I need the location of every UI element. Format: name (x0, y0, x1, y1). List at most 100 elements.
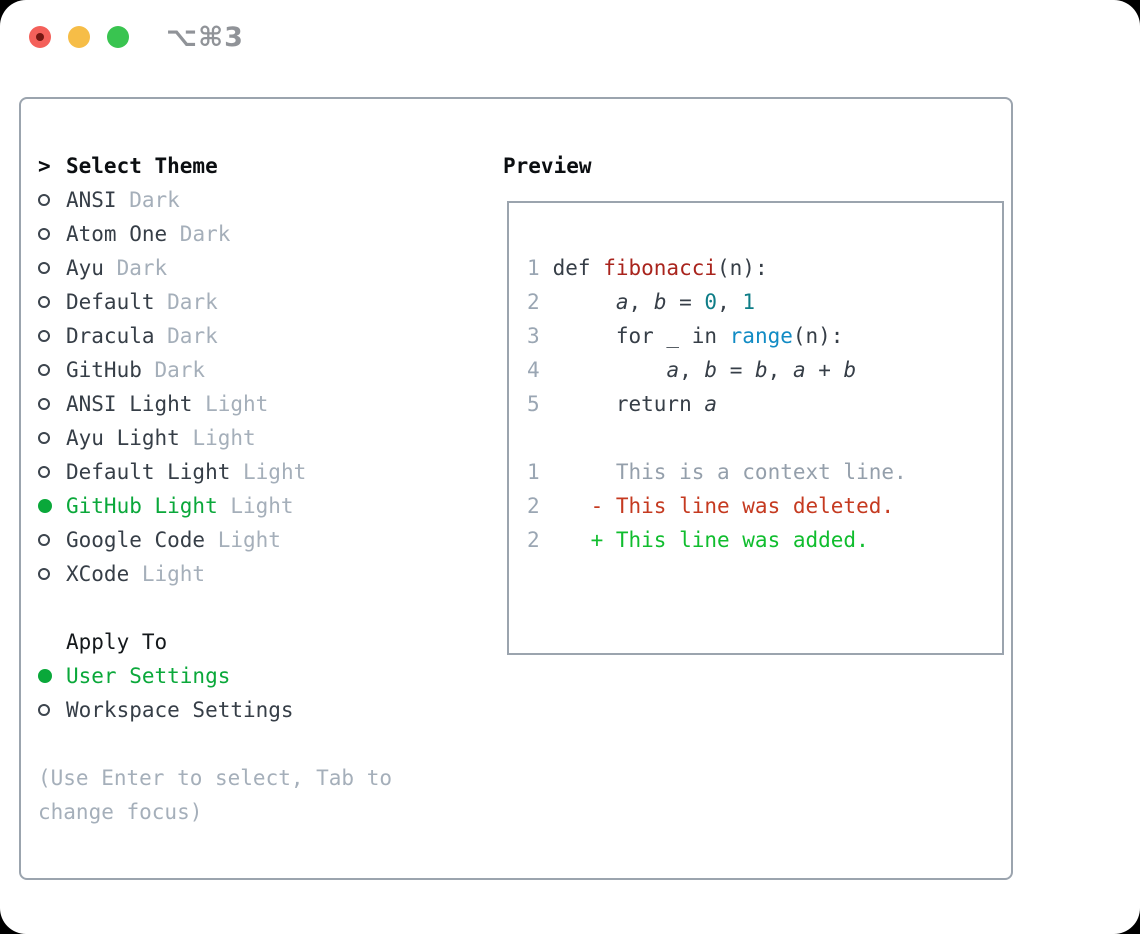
code-token: - This line was deleted. (540, 494, 895, 518)
preview-code-box: 1 def fibonacci(n): 2 a, b = 0, 1 3 for _ … (507, 201, 1004, 655)
theme-option-ansi[interactable]: ANSI Dark (38, 183, 478, 217)
radio-unselected-icon (38, 228, 50, 240)
theme-option-label: XCode (66, 562, 130, 586)
apply-to-header-row: Apply To (38, 625, 478, 659)
code-token: a (615, 290, 629, 314)
theme-option-label: ANSI Light (66, 392, 193, 416)
apply-option-workspace-settings[interactable]: Workspace Settings (38, 693, 478, 727)
code-token: , (717, 290, 743, 314)
theme-option-label: GitHub (66, 358, 142, 382)
radio-unselected-icon (38, 534, 50, 546)
code-token: b (754, 358, 768, 382)
theme-option-label: Google Code (66, 528, 206, 552)
theme-option-label: Default Light (66, 460, 231, 484)
keyboard-hint-text: (Use Enter to select, Tab to change focu… (38, 766, 393, 824)
code-token: a (704, 392, 718, 416)
theme-option-label: Dracula (66, 324, 155, 348)
line-number: 1 (527, 256, 540, 280)
code-token: + (805, 358, 844, 382)
theme-option-label: Ayu Light (66, 426, 180, 450)
code-token: a (792, 358, 806, 382)
theme-option-github[interactable]: GitHub Dark (38, 353, 478, 387)
unsaved-dot-icon (36, 33, 44, 41)
window-titlebar: ⌥⌘3 (0, 0, 1140, 76)
code-token: (n): (792, 324, 844, 348)
theme-option-atom-one[interactable]: Atom One Dark (38, 217, 478, 251)
code-token: b (843, 358, 857, 382)
line-number: 2 (527, 290, 540, 314)
code-token: for _ in (540, 324, 730, 348)
theme-variant-label: Light (179, 426, 256, 450)
preview-header: Preview (503, 154, 592, 178)
line-number: 2 (527, 494, 540, 518)
code-token: return (540, 392, 705, 416)
code-token: , (628, 290, 654, 314)
theme-option-label: Default (66, 290, 155, 314)
preview-line: 1 def fibonacci(n): (527, 251, 1002, 285)
radio-selected-icon (38, 499, 52, 513)
select-theme-header: Select Theme (66, 154, 218, 178)
line-number: 4 (527, 358, 540, 382)
theme-variant-label: Light (205, 528, 281, 552)
code-token (540, 290, 616, 314)
code-token: fibonacci (603, 256, 718, 280)
theme-option-github-light[interactable]: GitHub Light Light (38, 489, 478, 523)
radio-unselected-icon (38, 364, 50, 376)
apply-to-header: Apply To (66, 630, 168, 654)
theme-option-ayu[interactable]: Ayu Dark (38, 251, 478, 285)
minimize-button-icon[interactable] (68, 26, 90, 48)
preview-column: Preview 1 def fibonacci(n):2 a, b = 0, 1… (503, 149, 1004, 655)
theme-option-default[interactable]: Default Dark (38, 285, 478, 319)
code-token: range (729, 324, 793, 348)
code-token: 0 (704, 290, 718, 314)
radio-unselected-icon (38, 568, 50, 580)
code-token: def (540, 256, 604, 280)
radio-unselected-icon (38, 432, 50, 444)
line-number: 2 (527, 528, 540, 552)
theme-variant-label: Dark (154, 290, 218, 314)
code-token: , (679, 358, 705, 382)
close-button-icon[interactable] (29, 26, 51, 48)
theme-option-default-light[interactable]: Default Light Light (38, 455, 478, 489)
apply-option-user-settings[interactable]: User Settings (38, 659, 478, 693)
theme-variant-label: Dark (103, 256, 168, 280)
theme-option-xcode[interactable]: XCode Light (38, 557, 478, 591)
select-theme-header-row: > Select Theme (38, 149, 478, 183)
theme-option-label: ANSI (66, 188, 117, 212)
section-gap (38, 727, 478, 761)
code-token: b (704, 358, 718, 382)
zoom-button-icon[interactable] (107, 26, 129, 48)
focus-caret-icon: > (38, 154, 51, 178)
apply-option-label: User Settings (66, 664, 231, 688)
line-number: 3 (527, 324, 540, 348)
code-token: b (653, 290, 667, 314)
theme-variant-label: Dark (154, 324, 218, 348)
theme-variant-label: Light (217, 494, 294, 518)
code-token: , (767, 358, 793, 382)
preview-line: 4 a, b = b, a + b (527, 353, 1002, 387)
theme-option-google-code[interactable]: Google Code Light (38, 523, 478, 557)
theme-variant-label: Dark (116, 188, 180, 212)
code-token: a (666, 358, 680, 382)
preview-line: 3 for _ in range(n): (527, 319, 1002, 353)
code-token (540, 358, 666, 382)
radio-unselected-icon (38, 466, 50, 478)
theme-option-ayu-light[interactable]: Ayu Light Light (38, 421, 478, 455)
theme-variant-label: Dark (141, 358, 206, 382)
theme-option-ansi-light[interactable]: ANSI Light Light (38, 387, 478, 421)
line-number: 5 (527, 392, 540, 416)
radio-selected-icon (38, 669, 52, 683)
code-token: = (666, 290, 705, 314)
code-token: + This line was added. (540, 528, 869, 552)
theme-option-label: GitHub Light (66, 494, 218, 518)
theme-variant-label: Light (129, 562, 206, 586)
radio-unselected-icon (38, 194, 50, 206)
code-token: = (717, 358, 755, 382)
theme-option-label: Atom One (66, 222, 168, 246)
theme-option-dracula[interactable]: Dracula Dark (38, 319, 478, 353)
